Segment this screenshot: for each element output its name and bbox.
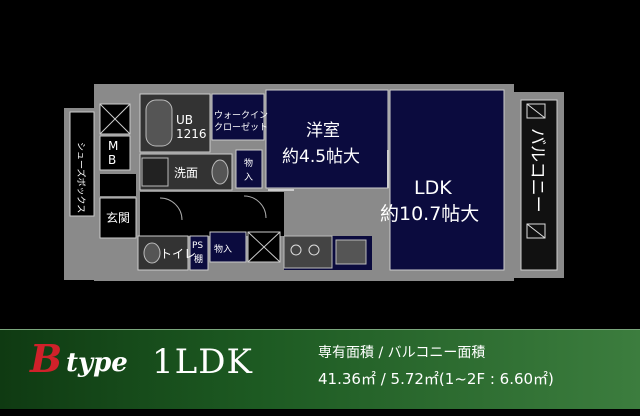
ps-label-top: PS: [192, 241, 203, 251]
storage-2: [209, 231, 247, 263]
monoire-1-label-bottom: 入: [244, 172, 253, 183]
yoshitsu-size-label: 約4.5帖大: [282, 147, 360, 167]
info-bar: B type 1LDK 専有面積 / バルコニー面積 41.36㎡ / 5.72…: [0, 329, 640, 410]
kitchen-counter: [283, 235, 333, 269]
monoire-1-label-top: 物: [244, 157, 253, 169]
wic-label-1: ウォークイン: [214, 110, 268, 121]
balcony-ac-bottom-cross: [526, 223, 546, 239]
genkan-label: 玄関: [106, 210, 130, 225]
genkan-step: [100, 174, 136, 196]
balcony-label: バルコニー: [527, 128, 547, 213]
toilet-label: トイレ: [160, 247, 196, 261]
hallway: [140, 192, 284, 236]
ps-cross-b: [247, 231, 281, 263]
wic-label-2: クローゼット: [214, 121, 268, 133]
ub-label: UB: [176, 113, 193, 127]
yoshitsu-room: [265, 89, 389, 189]
senmen-label: 洗面: [174, 166, 198, 180]
stove-icon-2: [308, 244, 320, 256]
ldk-size-label: 約10.7帖大: [380, 203, 479, 225]
ub-size-label: 1216: [176, 127, 207, 141]
area-title: 専有面積 / バルコニー面積: [318, 345, 486, 361]
yoshitsu-label: 洋室: [306, 121, 340, 141]
layout-name: 1LDK: [152, 342, 253, 382]
door-swing-1: [159, 197, 183, 221]
floor-plan: M B シューズボックス 玄関 UB 1216 ウォークイン クローゼット 洋室…: [64, 84, 564, 281]
basin-icon: [211, 159, 229, 185]
shoe-box-label: シューズボックス: [75, 142, 87, 213]
door-swing-2: [243, 195, 267, 219]
stove-icon: [290, 244, 302, 256]
bathtub-icon: [145, 99, 173, 147]
type-letter: B: [30, 336, 63, 381]
balcony-ac-top: [526, 103, 546, 119]
sink-icon: [335, 239, 367, 265]
ps-label-bottom: 棚: [194, 253, 203, 265]
toilet-icon: [143, 242, 161, 264]
mb-label-bottom: B: [108, 153, 116, 167]
storage-1: [235, 149, 263, 189]
ps-shelf: [189, 235, 209, 271]
area-values: 41.36㎡ / 5.72㎡(1~2F : 6.60㎡): [318, 370, 554, 388]
monoire-2-label: 物入: [214, 243, 232, 255]
bottom-strip: [0, 409, 640, 416]
balcony-inner: [520, 99, 558, 271]
shoe-box: [69, 111, 95, 217]
mb-label-top: M: [108, 139, 118, 153]
mb-box: [99, 135, 131, 171]
balcony-ac-bottom: [526, 223, 546, 239]
ldk-label: LDK: [414, 177, 452, 199]
washer-icon: [141, 157, 169, 187]
genkan: [99, 197, 137, 239]
mb-upper-cross-b: [99, 103, 131, 135]
type-word: type: [66, 348, 128, 378]
balcony-ac-top-cross: [526, 103, 546, 119]
walk-in-closet: [211, 93, 265, 141]
ldk-room: [389, 89, 505, 271]
